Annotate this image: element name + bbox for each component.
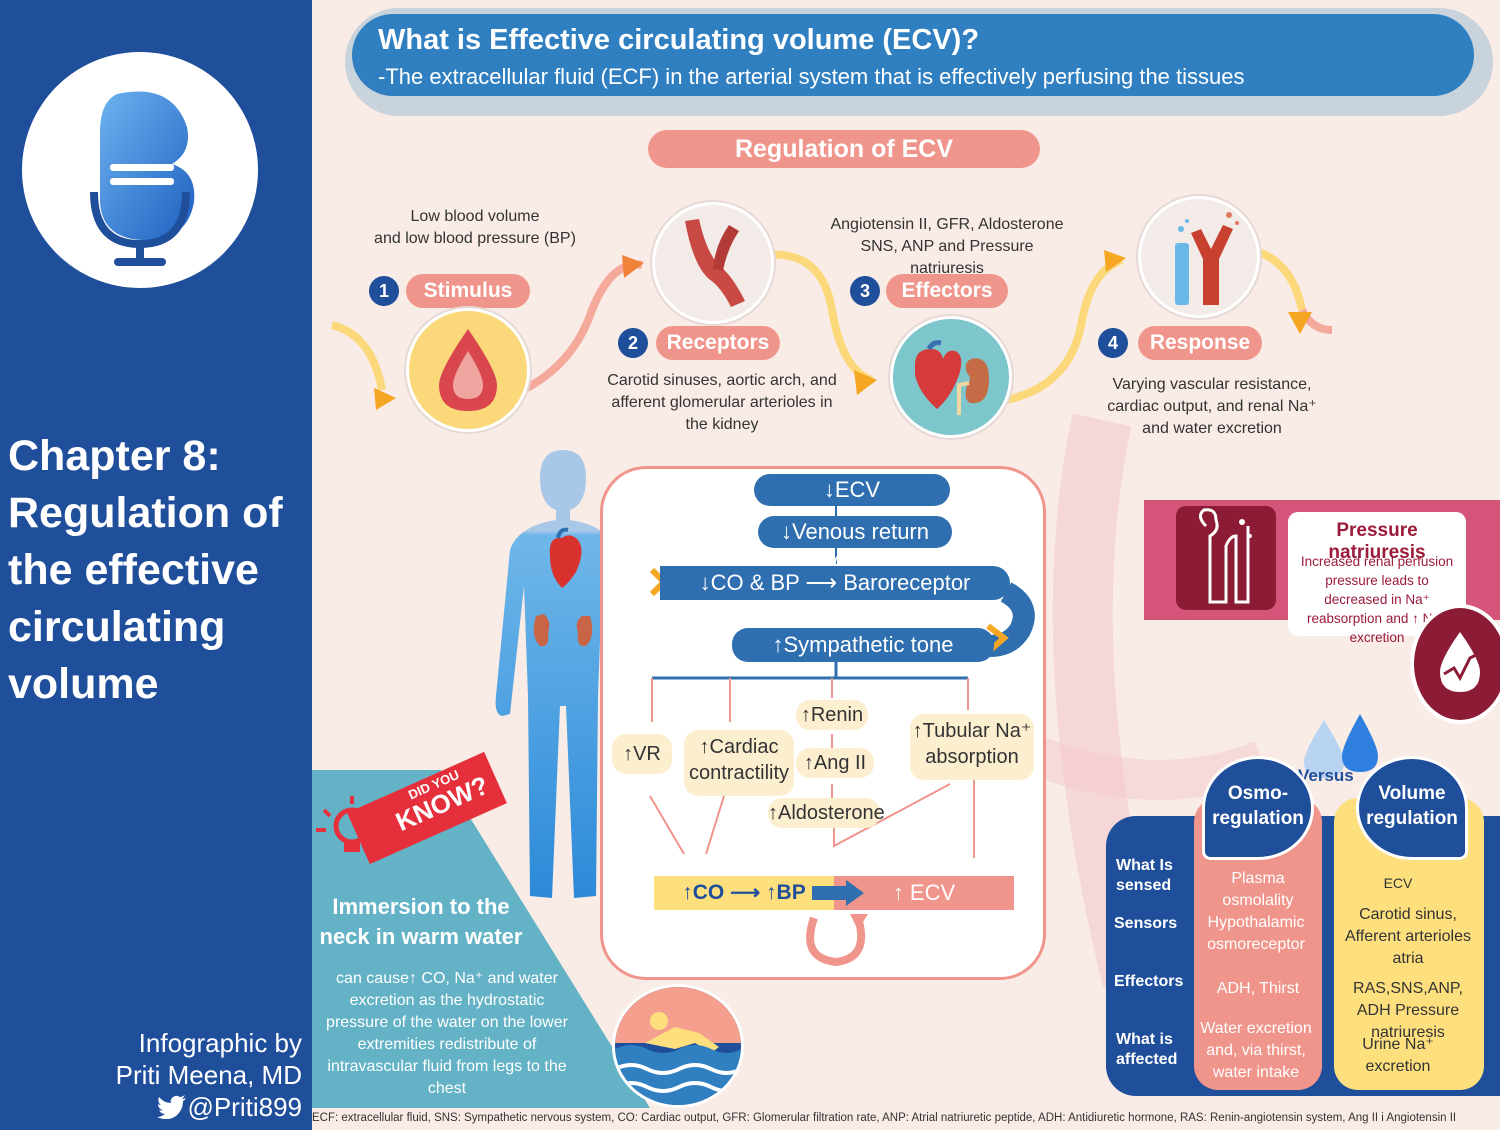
heart-kidney-icon xyxy=(915,340,989,415)
process-connectors xyxy=(330,246,1333,410)
row-label-affected: What is affected xyxy=(1116,1031,1178,1068)
ecv-increase: ↑ ECV xyxy=(834,876,1014,910)
receptors-text-line: the kidney xyxy=(685,416,759,433)
chapter-title-line: Regulation of xyxy=(8,489,283,537)
response-text-line: cardiac output, and renal Na⁺ xyxy=(1107,398,1317,415)
did-you-know-title-line: Immersion to the xyxy=(332,894,510,919)
ecv-decrease: ↓ECV xyxy=(754,474,950,506)
step-number-4: 4 xyxy=(1098,328,1128,358)
author-name: Priti Meena, MD xyxy=(115,1060,302,1090)
renin-increase: ↑Renin xyxy=(796,700,868,730)
versus-label: Versus xyxy=(1298,766,1354,785)
vr-increase: ↑VR xyxy=(612,734,672,774)
volume-affected: Urine Na⁺ excretion xyxy=(1362,1036,1434,1075)
osmo-sensed: Plasma osmolality xyxy=(1222,870,1294,909)
pressure-natriuresis-title: Pressure natriuresis xyxy=(1328,520,1426,563)
baroreceptor-stimulation: ↓CO & BP ⟶ Baroreceptor stimulation xyxy=(660,566,1010,629)
abbreviations-footnote: ECF: extracellular fluid, SNS: Sympathet… xyxy=(312,1112,1457,1124)
tubular-na-absorption: ↑Tubular Na⁺ absorption xyxy=(910,714,1034,780)
effectors-text-line: Angiotensin II, GFR, Aldosterone xyxy=(830,216,1064,233)
microphone-kidney-icon xyxy=(90,91,195,266)
water-drop-pressure-icon xyxy=(1440,632,1491,692)
stimulus-text-line: and low blood pressure (BP) xyxy=(374,230,576,247)
artery-icon xyxy=(685,219,745,307)
header-banner xyxy=(352,14,1474,96)
did-you-know-body: can cause↑ CO, Na⁺ and water excretion a… xyxy=(326,970,568,1097)
chapter-title-line: Chapter 8: xyxy=(8,432,221,480)
chapter-title-line: circulating xyxy=(8,603,226,651)
stimulus-label: Stimulus xyxy=(406,274,530,308)
venous-return-decrease: ↓Venous return (VR) xyxy=(758,516,952,576)
did-you-know-title-line: neck in warm water xyxy=(319,924,523,949)
volume-regulation-heading: Volume regulation xyxy=(1356,756,1468,860)
logo xyxy=(22,52,258,288)
osmo-sensors: Hypothalamic osmoreceptor xyxy=(1207,914,1305,953)
effectors-label: Effectors xyxy=(886,274,1008,308)
regulation-title: Regulation of ECV xyxy=(648,130,1040,168)
header-title: What is Effective circulating volume (EC… xyxy=(378,24,980,56)
stimulus-text: Low blood volume and low blood pressure … xyxy=(360,206,590,250)
step-number-3: 3 xyxy=(850,276,880,306)
aldosterone-increase: ↑Aldosterone xyxy=(768,798,885,828)
kidney-tubule-icon xyxy=(1199,508,1252,604)
stimulus-icon xyxy=(406,308,530,432)
row-label-sensors: Sensors xyxy=(1114,915,1178,932)
swimmer-badge xyxy=(612,984,744,1108)
receptors-label: Receptors xyxy=(656,326,780,360)
row-label-effectors: Effectors xyxy=(1114,973,1184,990)
effectors-text-line: SNS, ANP and Pressure natriuresis xyxy=(860,238,1034,277)
pressure-natriuresis-text: Increased renal perfusion pressure leads… xyxy=(1300,554,1454,645)
receptors-text: Carotid sinuses, aortic arch, and affere… xyxy=(602,370,842,436)
pressure-drop-badge xyxy=(1410,604,1500,724)
osmoregulation-heading: Osmo-regulation xyxy=(1202,756,1314,860)
step-number-1: 1 xyxy=(369,276,399,306)
credit-line: Infographic by xyxy=(138,1028,302,1058)
vessels-icon xyxy=(1175,212,1239,305)
response-text-line: Varying vascular resistance, xyxy=(1112,376,1312,393)
swimmer-icon xyxy=(615,987,741,1105)
volume-sensed: ECV xyxy=(1383,875,1413,891)
effectors-text: Angiotensin II, GFR, Aldosterone SNS, AN… xyxy=(822,214,1072,280)
cardiac-contractility: ↑Cardiac contractility xyxy=(684,730,794,796)
receptors-text-line: Carotid sinuses, aortic arch, and xyxy=(607,372,837,389)
response-icon xyxy=(1138,196,1260,318)
chapter-title-line: the effective xyxy=(8,546,259,594)
response-label: Response xyxy=(1138,326,1262,360)
twitter-bird-icon xyxy=(157,1095,187,1120)
did-you-know-title: Immersion to the neck in warm water xyxy=(316,892,526,952)
sympathetic-tone: ↑Sympathetic tone xyxy=(732,628,994,662)
step-number-2: 2 xyxy=(618,328,648,358)
kidney-tubule-box xyxy=(1176,506,1276,610)
twitter-handle-text: @Priti899 xyxy=(187,1092,302,1122)
row-label-sensed: What Is sensed xyxy=(1116,857,1173,894)
osmo-affected: Water excretion and, via thirst, water i… xyxy=(1200,1020,1312,1081)
volume-effectors: RAS,SNS,ANP, ADH Pressure natriuresis xyxy=(1353,980,1463,1041)
twitter-handle[interactable]: @Priti899 xyxy=(12,1092,302,1123)
blood-drop-icon xyxy=(439,329,497,411)
chapter-title: Chapter 8: Regulation of the effective c… xyxy=(8,428,308,713)
response-text: Varying vascular resistance, cardiac out… xyxy=(1092,374,1332,440)
header-subtitle: -The extracellular fluid (ECF) in the ar… xyxy=(378,64,1245,89)
right-arrow-icon xyxy=(812,880,864,906)
flow-arrows xyxy=(649,504,1035,967)
volume-sensors: Carotid sinus, Afferent arterioles atria xyxy=(1345,906,1471,967)
stimulus-text-line: Low blood volume xyxy=(410,208,540,225)
co-bp-increase: ↑CO ⟶ ↑BP xyxy=(654,876,834,910)
osmo-effectors: ADH, Thirst xyxy=(1216,980,1300,997)
chapter-title-line: volume xyxy=(8,660,159,708)
ang-ii-increase: ↑Ang II xyxy=(796,748,874,778)
human-body-icon xyxy=(495,450,631,898)
receptors-text-line: afferent glomerular arterioles in xyxy=(611,394,833,411)
receptors-icon xyxy=(652,202,774,324)
response-text-line: and water excretion xyxy=(1142,420,1282,437)
effectors-icon xyxy=(890,316,1012,438)
water-drops-icon xyxy=(1304,714,1378,778)
